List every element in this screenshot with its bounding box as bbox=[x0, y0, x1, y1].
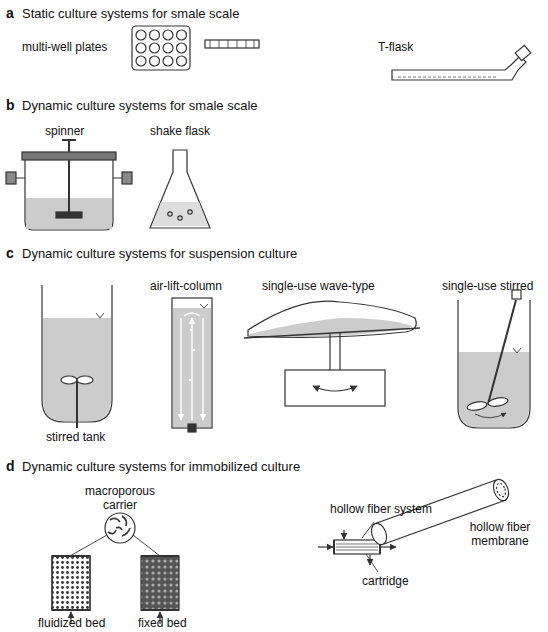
panel-letter: c bbox=[6, 246, 14, 260]
well-circle bbox=[163, 43, 173, 53]
well-circle bbox=[150, 30, 160, 40]
part-label: single-use wave-type bbox=[262, 279, 375, 293]
part-label: air-lift-column bbox=[150, 279, 222, 293]
part-label: spinner bbox=[45, 124, 84, 138]
panel-heading: Dynamic culture systems for smale scale bbox=[22, 99, 258, 113]
part-label: single-use stirred bbox=[442, 279, 533, 293]
part-label: hollow fiber membrane bbox=[458, 520, 542, 548]
well-circle bbox=[136, 43, 146, 53]
part-label: macroporous carrier bbox=[80, 484, 160, 512]
part-label: stirred tank bbox=[46, 430, 105, 444]
panel-letter: a bbox=[6, 6, 14, 20]
panel-heading: Static culture systems for smale scale bbox=[22, 7, 239, 21]
panel-letter: d bbox=[6, 459, 15, 473]
part-label: shake flask bbox=[150, 124, 210, 138]
panel-letter: b bbox=[6, 98, 15, 112]
well-circle bbox=[177, 56, 187, 66]
part-label: fluidized bed bbox=[38, 616, 105, 630]
well-circle bbox=[136, 56, 146, 66]
well-circle bbox=[150, 56, 160, 66]
well-circle bbox=[177, 43, 187, 53]
part-label: hollow fiber system bbox=[330, 502, 432, 516]
part-label: multi-well plates bbox=[22, 40, 107, 54]
part-label: cartridge bbox=[362, 574, 409, 588]
part-label: fixed bed bbox=[138, 616, 187, 630]
well-circle bbox=[177, 30, 187, 40]
well-circle bbox=[163, 56, 173, 66]
part-label: T-flask bbox=[378, 40, 413, 54]
well-circle bbox=[150, 43, 160, 53]
well-circle bbox=[163, 30, 173, 40]
well-circle bbox=[136, 30, 146, 40]
panel-heading: Dynamic culture systems for immobilized … bbox=[22, 460, 300, 474]
panel-heading: Dynamic culture systems for suspension c… bbox=[22, 247, 297, 261]
